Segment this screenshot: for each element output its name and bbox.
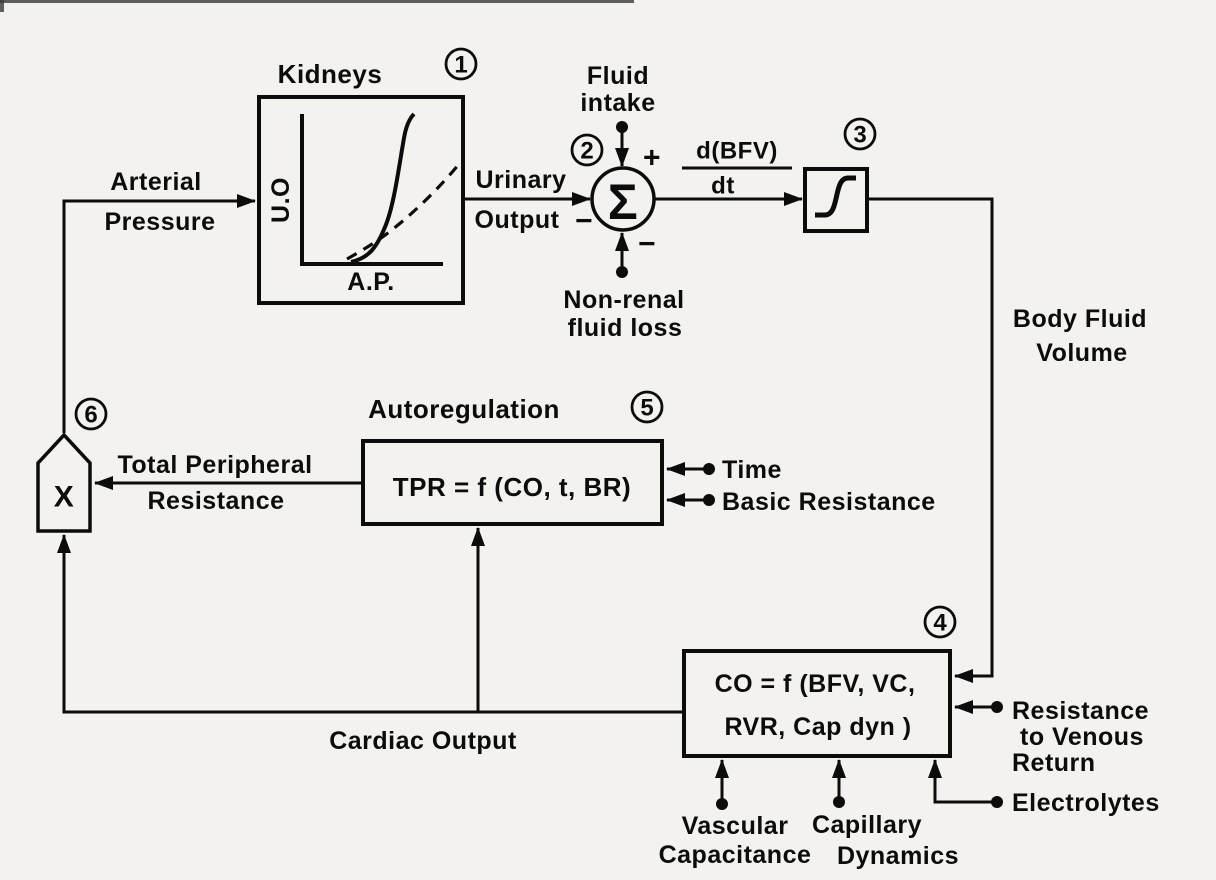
step-6-badge: 6: [74, 397, 108, 431]
dbfv-numerator: d(BFV): [696, 138, 778, 165]
step-4-badge-circle: [923, 605, 957, 639]
step-2-badge: 2: [570, 133, 604, 167]
step-2-badge-circle: [570, 133, 604, 167]
cardiac-output-line: [57, 534, 684, 714]
urinary-output-label-line1: Urinary: [475, 166, 566, 194]
time-source-dot: [703, 463, 715, 475]
autoregulation-title: Autoregulation: [368, 394, 560, 424]
cardiac-output-block: [682, 649, 952, 758]
rvr-label-line2: to Venous: [1020, 723, 1144, 751]
step-4-badge: 4: [923, 605, 957, 639]
electrolytes-arrow: [928, 759, 993, 804]
step-3-badge: 3: [843, 117, 877, 151]
step-2-badge-number: 2: [580, 138, 593, 165]
dbfv-denominator: dt: [711, 173, 735, 200]
step-5-badge-circle: [630, 390, 664, 424]
non-renal-loss-source-dot: [616, 266, 628, 278]
fluid-intake-label-line2: intake: [580, 89, 655, 117]
time-label: Time: [722, 456, 782, 484]
multiplier-block: [36, 432, 92, 533]
cardiac-output-label: Cardiac Output: [329, 727, 517, 755]
scan-artifact-top-line: [0, 0, 634, 3]
body-fluid-volume-line: [867, 197, 994, 683]
electrolytes-source-dot: [991, 796, 1003, 808]
arterial-pressure-label-line1: Arterial: [110, 168, 202, 196]
urinary-output-label-line2: Output: [475, 206, 560, 234]
vascular-capacitance-source-dot: [716, 798, 728, 810]
electrolytes-label: Electrolytes: [1012, 789, 1160, 817]
renal-graph-x-axis-label: A.P.: [347, 268, 394, 296]
vascular-capacitance-label-line1: Vascular: [682, 812, 789, 840]
arterial-pressure-feedback-line: [62, 194, 256, 433]
step-3-badge-number: 3: [853, 122, 866, 149]
renal-function-curve-solid: [350, 112, 416, 264]
tpr-label-line1: Total Peripheral: [117, 451, 312, 479]
minus-sign-urinary: −: [575, 205, 593, 238]
autoregulation-equation: TPR = f (CO, t, BR): [393, 472, 631, 502]
basic-resistance-source-dot: [703, 494, 715, 506]
step-5-badge-number: 5: [640, 395, 653, 422]
rvr-label-line3: Return: [1012, 749, 1096, 777]
capillary-dynamics-source-dot: [833, 796, 845, 808]
multiplier-symbol: X: [54, 481, 75, 514]
fluid-intake-source-dot: [616, 121, 628, 133]
arterial-pressure-label-line2: Pressure: [104, 208, 215, 236]
vascular-capacitance-label-line2: Capacitance: [659, 841, 812, 869]
co-equation-line2: RVR, Cap dyn ): [724, 713, 911, 741]
step-1-badge-number: 1: [454, 52, 467, 79]
plus-sign-fluid-intake: +: [643, 142, 661, 175]
step-6-badge-circle: [74, 397, 108, 431]
integral-icon: [815, 175, 856, 218]
rvr-source-dot: [991, 701, 1003, 713]
non-renal-loss-label-line2: fluid loss: [568, 314, 683, 342]
basic-resistance-label: Basic Resistance: [722, 488, 936, 516]
non-renal-loss-label-line1: Non-renal: [563, 286, 684, 314]
capillary-dynamics-label-line1: Capillary: [812, 811, 922, 839]
kidneys-title: Kidneys: [278, 59, 383, 89]
step-4-badge-number: 4: [933, 610, 947, 637]
renal-graph-y-axis-label: U.O: [267, 177, 295, 223]
body-fluid-volume-label-line2: Volume: [1036, 339, 1127, 367]
step-3-badge-circle: [843, 117, 877, 151]
step-1-badge: 1: [444, 47, 478, 81]
renal-graph-axes: [300, 114, 443, 266]
sigma-symbol: Σ: [608, 174, 639, 230]
fluid-intake-label-line1: Fluid: [587, 62, 649, 90]
renal-function-curve-dashed: [346, 162, 461, 261]
tpr-label-line2: Resistance: [147, 487, 284, 515]
co-equation-line1: CO = f (BFV, VC,: [715, 670, 916, 698]
step-6-badge-number: 6: [84, 402, 97, 429]
body-fluid-volume-label-line1: Body Fluid: [1013, 305, 1147, 333]
scan-artifact-corner: [0, 0, 4, 12]
capillary-dynamics-label-line2: Dynamics: [837, 842, 959, 870]
minus-sign-non-renal: −: [638, 228, 656, 261]
step-5-badge: 5: [630, 390, 664, 424]
rvr-label-line1: Resistance: [1012, 697, 1149, 725]
step-1-badge-circle: [444, 47, 478, 81]
